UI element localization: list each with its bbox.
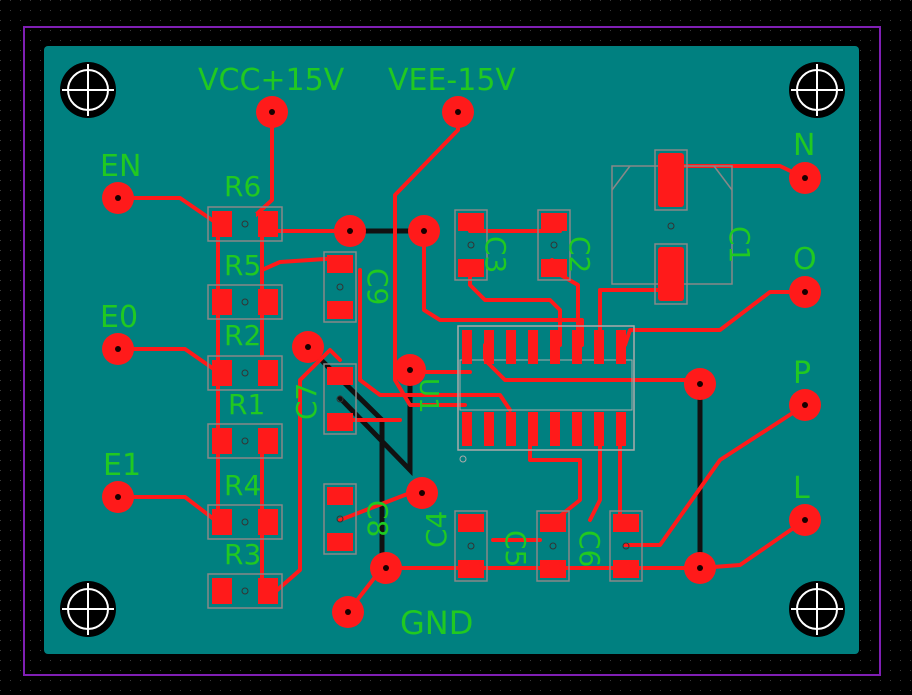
label-en: EN — [100, 149, 141, 184]
via-2 — [408, 215, 440, 247]
label-gnd: GND — [400, 604, 473, 642]
label-c2: C2 — [563, 236, 596, 273]
pad-p — [789, 389, 821, 421]
label-r4: R4 — [224, 469, 261, 502]
ic-u1-footprint — [457, 325, 635, 463]
mounting-hole-top-right — [789, 62, 845, 118]
capacitor-c7-footprint — [323, 363, 357, 435]
via-6 — [406, 477, 438, 509]
through-hole-pads — [102, 96, 821, 628]
pad-l — [789, 504, 821, 536]
label-r3: R3 — [224, 538, 261, 571]
label-e0: E0 — [100, 300, 138, 335]
board-outline — [23, 26, 881, 676]
label-r5: R5 — [224, 249, 261, 282]
mounting-hole-bottom-right — [789, 581, 845, 637]
label-c9: C9 — [361, 268, 394, 305]
silkscreen-labels: VCC+15V VEE-15V GND EN E0 E1 N O P L R6 … — [100, 63, 817, 642]
pad-vcc — [256, 96, 288, 128]
label-r6: R6 — [224, 170, 261, 203]
via-3 — [292, 331, 324, 363]
label-o: O — [793, 242, 817, 277]
label-c6: C6 — [573, 530, 606, 567]
label-u1: U1 — [413, 378, 443, 414]
capacitor-c1-footprint — [611, 149, 733, 305]
label-r2: R2 — [224, 319, 261, 352]
resistor-r4-footprint — [207, 504, 283, 540]
capacitor-c9-footprint — [323, 251, 357, 323]
pad-e0 — [102, 333, 134, 365]
resistor-r3-footprint — [207, 573, 283, 609]
pad-o — [789, 276, 821, 308]
capacitor-c3-footprint — [454, 209, 488, 281]
via-4 — [394, 354, 426, 386]
label-n: N — [793, 128, 815, 163]
via-1 — [334, 215, 366, 247]
resistor-r1-footprint — [207, 423, 283, 459]
label-vee: VEE-15V — [388, 63, 516, 98]
pad-gnd — [332, 596, 364, 628]
capacitor-c8-footprint — [323, 483, 357, 555]
label-vcc: VCC+15V — [198, 63, 345, 98]
label-p: P — [793, 356, 811, 391]
pad-e1 — [102, 481, 134, 513]
label-c5: C5 — [499, 530, 532, 567]
capacitors — [323, 209, 643, 582]
label-c7: C7 — [290, 383, 323, 420]
capacitor-c6-footprint — [609, 510, 643, 582]
pad-en — [102, 182, 134, 214]
via-7 — [370, 552, 402, 584]
label-c8: C8 — [361, 500, 394, 537]
via-8 — [684, 552, 716, 584]
resistor-r6-footprint — [207, 206, 283, 242]
label-c4: C4 — [420, 511, 453, 548]
label-e1: E1 — [103, 448, 141, 483]
via-5 — [684, 368, 716, 400]
label-l: L — [793, 471, 810, 506]
mounting-holes — [60, 62, 845, 637]
label-r1: R1 — [228, 388, 265, 421]
label-c1: C1 — [723, 226, 756, 263]
mounting-hole-top-left — [60, 62, 116, 118]
resistors — [207, 206, 283, 609]
capacitor-c2-footprint — [537, 209, 571, 281]
pad-n — [789, 162, 821, 194]
resistor-r5-footprint — [207, 284, 283, 320]
mounting-hole-bottom-left — [60, 581, 116, 637]
capacitor-c5-footprint — [536, 510, 570, 582]
resistor-r2-footprint — [207, 355, 283, 391]
label-c3: C3 — [479, 236, 512, 273]
pad-vee — [442, 96, 474, 128]
capacitor-c4-footprint — [454, 510, 488, 582]
